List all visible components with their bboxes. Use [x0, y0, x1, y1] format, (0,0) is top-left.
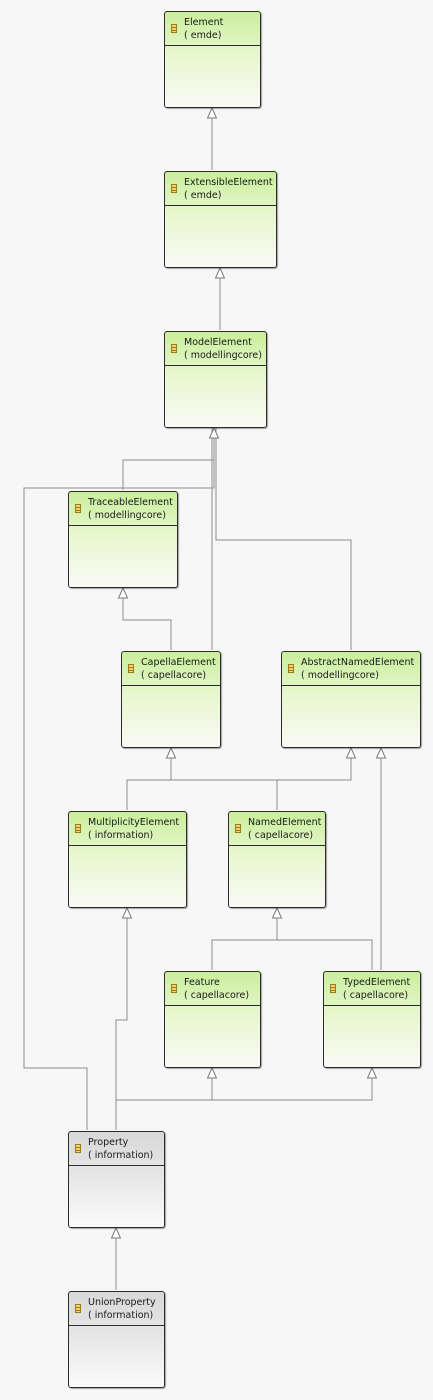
- class-header: TraceableElement ( modellingcore): [69, 492, 177, 526]
- edge-property-to-multiplicity: [115, 908, 128, 1130]
- edge-named-to-abstractnamed: [277, 748, 352, 781]
- arrowhead-abstractnamed-shared: [345, 746, 357, 759]
- class-feature[interactable]: Feature ( capellacore): [164, 971, 261, 1068]
- class-named-element[interactable]: NamedElement ( capellacore): [228, 811, 326, 908]
- class-icon: [171, 344, 177, 353]
- class-header: TypedElement ( capellacore): [324, 972, 420, 1006]
- arrowhead-abstractnamed-typed: [375, 746, 387, 759]
- class-package: ( modellingcore): [301, 669, 379, 681]
- class-icon: [171, 184, 177, 193]
- edge-traceable-to-model: [122, 428, 215, 490]
- class-name: NamedElement: [248, 817, 322, 828]
- class-typed-element[interactable]: TypedElement ( capellacore): [323, 971, 421, 1068]
- class-header: NamedElement ( capellacore): [229, 812, 325, 846]
- arrowhead-element: [206, 106, 218, 119]
- arrowhead-multiplicity-element: [121, 906, 133, 919]
- class-package: ( information): [88, 1309, 154, 1321]
- class-name: ExtensibleElement: [184, 177, 273, 188]
- edge-capella-to-traceable: [122, 588, 172, 650]
- class-icon: [330, 984, 336, 993]
- class-header: Property ( information): [69, 1132, 164, 1166]
- class-extensible-element[interactable]: ExtensibleElement ( emde): [164, 171, 277, 268]
- edge-multiplicity-to-capella: [126, 748, 172, 810]
- arrowhead-traceable-element: [117, 586, 129, 599]
- class-package: ( information): [88, 829, 154, 841]
- class-header: Feature ( capellacore): [165, 972, 260, 1006]
- class-header: UnionProperty ( information): [69, 1292, 164, 1326]
- arrowhead-property: [110, 1226, 122, 1239]
- class-name: Element: [184, 17, 224, 28]
- class-icon: [75, 1144, 81, 1153]
- arrowhead-capella-element: [165, 746, 177, 759]
- class-icon: [75, 1304, 81, 1313]
- class-name: CapellaElement: [141, 657, 216, 668]
- class-model-element[interactable]: ModelElement ( modellingcore): [164, 331, 267, 428]
- class-icon: [128, 664, 134, 673]
- class-package: ( modellingcore): [88, 509, 166, 521]
- class-union-property[interactable]: UnionProperty ( information): [68, 1291, 165, 1388]
- class-header: Element ( emde): [165, 12, 260, 46]
- arrowhead-typed-element: [366, 1066, 378, 1079]
- class-icon: [75, 824, 81, 833]
- class-name: MultiplicityElement: [88, 817, 180, 828]
- class-name: TypedElement: [343, 977, 411, 988]
- class-capella-element[interactable]: CapellaElement ( capellacore): [121, 651, 221, 748]
- edge-named-to-capella: [171, 779, 278, 810]
- class-header: AbstractNamedElement ( modellingcore): [282, 652, 420, 686]
- class-package: ( emde): [184, 29, 222, 41]
- arrowhead-named-element: [271, 906, 283, 919]
- class-icon: [171, 24, 177, 33]
- edge-feature-to-named: [211, 908, 278, 970]
- class-name: TraceableElement: [88, 497, 173, 508]
- class-package: ( capellacore): [141, 669, 207, 681]
- class-element[interactable]: Element ( emde): [164, 11, 261, 108]
- class-name: Feature: [184, 977, 220, 988]
- class-package: ( capellacore): [248, 829, 314, 841]
- class-package: ( modellingcore): [184, 349, 262, 361]
- class-header: ModelElement ( modellingcore): [165, 332, 266, 366]
- edge-property-to-typed: [212, 1068, 373, 1101]
- class-name: AbstractNamedElement: [301, 657, 415, 668]
- class-header: CapellaElement ( capellacore): [122, 652, 220, 686]
- class-icon: [171, 984, 177, 993]
- class-package: ( capellacore): [343, 989, 409, 1001]
- class-icon: [75, 504, 81, 513]
- class-package: ( information): [88, 1149, 154, 1161]
- edge-property-to-feature: [116, 1068, 213, 1101]
- class-name: Property: [88, 1137, 129, 1148]
- class-traceable-element[interactable]: TraceableElement ( modellingcore): [68, 491, 178, 588]
- class-icon: [288, 664, 294, 673]
- class-package: ( capellacore): [184, 989, 250, 1001]
- class-multiplicity-element[interactable]: MultiplicityElement ( information): [68, 811, 187, 908]
- arrowhead-feature: [206, 1066, 218, 1079]
- class-icon: [235, 824, 241, 833]
- class-header: MultiplicityElement ( information): [69, 812, 186, 846]
- class-header: ExtensibleElement ( emde): [165, 172, 276, 206]
- class-abstract-named-element[interactable]: AbstractNamedElement ( modellingcore): [281, 651, 421, 748]
- class-name: UnionProperty: [88, 1297, 156, 1308]
- arrowhead-extensible-element: [214, 266, 226, 279]
- edge-typed-to-named: [277, 939, 373, 970]
- class-package: ( emde): [184, 189, 222, 201]
- edge-abstractnamed-to-model: [215, 428, 352, 650]
- class-property[interactable]: Property ( information): [68, 1131, 165, 1228]
- arrowhead-model-element: [208, 426, 220, 439]
- edge-property-to-model: [23, 428, 215, 1130]
- class-name: ModelElement: [184, 337, 252, 348]
